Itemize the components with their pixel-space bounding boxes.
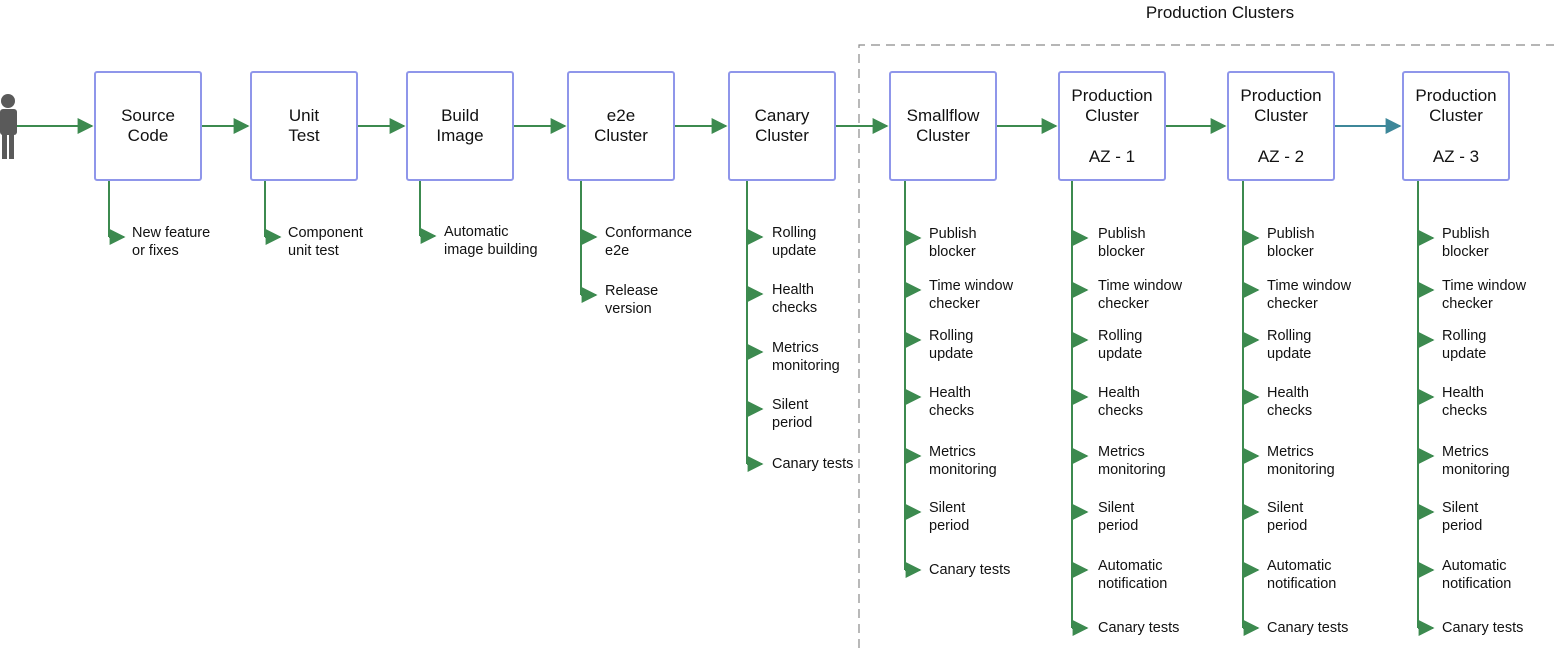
stage-name: Source Code <box>121 106 175 145</box>
stage-box: Unit Test <box>250 71 358 181</box>
step-label: Metrics monitoring <box>1098 444 1166 478</box>
step-label: Silent period <box>1267 500 1308 534</box>
step-label: Release version <box>605 283 659 317</box>
step-label: Automatic notification <box>1098 558 1168 592</box>
stage-box: e2e Cluster <box>567 71 675 181</box>
stage-name: Unit Test <box>288 106 320 145</box>
step-label: Metrics monitoring <box>1267 444 1335 478</box>
step-label: Health checks <box>1098 385 1144 419</box>
availability-zone-label: AZ - 2 <box>1257 146 1305 166</box>
step-label: Canary tests <box>772 456 854 472</box>
step-label: Automatic image building <box>444 224 538 258</box>
stage-name: Production Cluster <box>1415 85 1497 125</box>
step-label: Publish blocker <box>1267 226 1315 260</box>
step-label: Automatic notification <box>1267 558 1337 592</box>
step-label: Silent period <box>1098 500 1139 534</box>
step-label: Automatic notification <box>1442 558 1512 592</box>
stage-box: Build Image <box>406 71 514 181</box>
step-label: Conformance e2e <box>605 225 693 259</box>
step-label: Canary tests <box>929 562 1011 578</box>
availability-zone-label: AZ - 3 <box>1432 146 1480 166</box>
step-label: Time window checker <box>1098 278 1183 312</box>
step-label: Publish blocker <box>929 226 977 260</box>
step-label: Rolling update <box>929 328 974 362</box>
stage-box: Production Cluster AZ - 1 <box>1058 71 1166 181</box>
step-label: Metrics monitoring <box>772 340 840 374</box>
stage-box: Canary Cluster <box>728 71 836 181</box>
step-label: Rolling update <box>1098 328 1143 362</box>
step-label: Metrics monitoring <box>1442 444 1510 478</box>
step-label: Time window checker <box>1442 278 1527 312</box>
step-label: Rolling update <box>1267 328 1312 362</box>
step-label: Publish blocker <box>1098 226 1146 260</box>
step-label: Health checks <box>1267 385 1313 419</box>
step-label: Health checks <box>929 385 975 419</box>
stage-name: Production Cluster <box>1071 85 1153 125</box>
step-label: Silent period <box>1442 500 1483 534</box>
stage-box: Source Code <box>94 71 202 181</box>
stage-box: Smallflow Cluster <box>889 71 997 181</box>
step-label: Time window checker <box>1267 278 1352 312</box>
stage-name: Production Cluster <box>1240 85 1322 125</box>
production-clusters-boundary <box>858 44 1554 648</box>
step-label: Publish blocker <box>1442 226 1490 260</box>
stage-name: Canary Cluster <box>754 106 810 145</box>
step-label: Time window checker <box>929 278 1014 312</box>
step-label: Canary tests <box>1442 620 1524 636</box>
step-label: Silent period <box>929 500 970 534</box>
step-label: Silent period <box>772 397 813 431</box>
availability-zone-label: AZ - 1 <box>1088 146 1136 166</box>
step-label: Rolling update <box>1442 328 1487 362</box>
person-icon <box>0 94 17 159</box>
step-label: Metrics monitoring <box>929 444 997 478</box>
step-label: Component unit test <box>288 225 363 259</box>
stage-name: Smallflow Cluster <box>906 106 980 145</box>
stage-box: Production Cluster AZ - 2 <box>1227 71 1335 181</box>
stage-name: e2e Cluster <box>594 106 648 145</box>
step-label: Rolling update <box>772 225 817 259</box>
step-label: Canary tests <box>1098 620 1180 636</box>
step-label: Health checks <box>772 282 818 316</box>
step-label: Canary tests <box>1267 620 1349 636</box>
production-clusters-title: Production Clusters <box>1145 3 1295 22</box>
stage-box: Production Cluster AZ - 3 <box>1402 71 1510 181</box>
step-label: Health checks <box>1442 385 1488 419</box>
stage-name: Build Image <box>436 106 484 145</box>
step-label: New feature or fixes <box>132 225 211 259</box>
